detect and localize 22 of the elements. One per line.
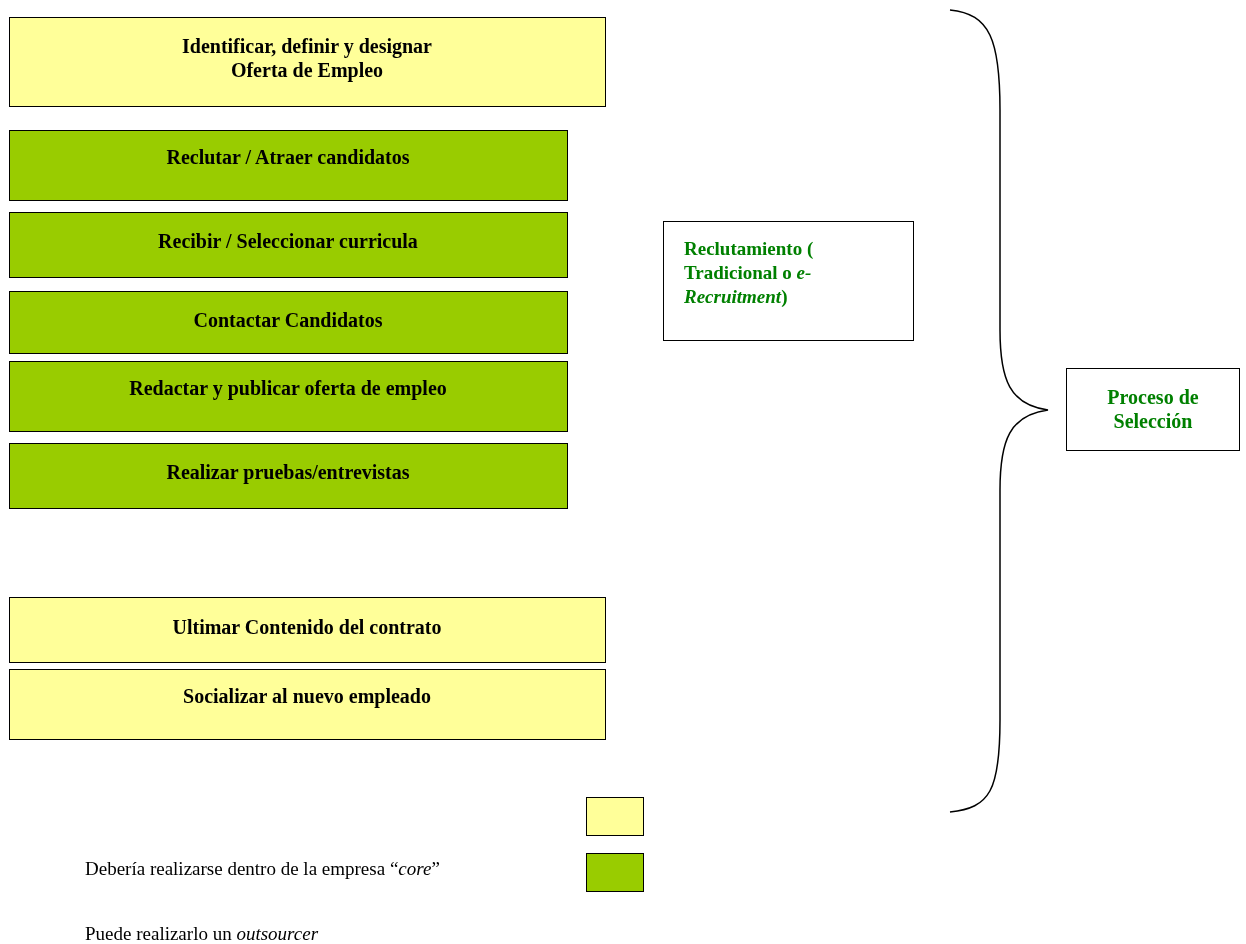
annotation-box <box>663 221 914 341</box>
step-label: Identificar, definir y designar Oferta de Empleo <box>181 34 433 82</box>
process-box <box>9 17 606 107</box>
process-box <box>9 130 568 201</box>
legend-text: Puede realizarlo un outsourcer <box>85 923 319 944</box>
step-label: Socializar al nuevo empleado <box>182 684 432 708</box>
step-label: Recibir / Seleccionar curricula <box>157 229 419 253</box>
legend-text: Debería realizarse dentro de la empresa “core” <box>85 858 440 880</box>
step-label: Reclutar / Atraer candidatos <box>165 145 411 169</box>
step-label: Ultimar Contenido del contrato <box>171 615 443 639</box>
annotation-text: Reclutamiento ( Tradicional o e-Recruitment) <box>684 237 815 309</box>
process-box <box>9 597 606 663</box>
process-box <box>9 443 568 509</box>
step-label: Redactar y publicar oferta de empleo <box>128 376 448 400</box>
process-box <box>9 361 568 432</box>
annotation-box <box>1066 368 1240 451</box>
process-box <box>9 291 568 354</box>
annotation-text: Proceso de Selección <box>1106 385 1200 433</box>
step-label: Contactar Candidatos <box>192 308 384 332</box>
process-box <box>9 669 606 740</box>
process-box <box>9 212 568 278</box>
step-label: Realizar pruebas/entrevistas <box>165 460 411 484</box>
